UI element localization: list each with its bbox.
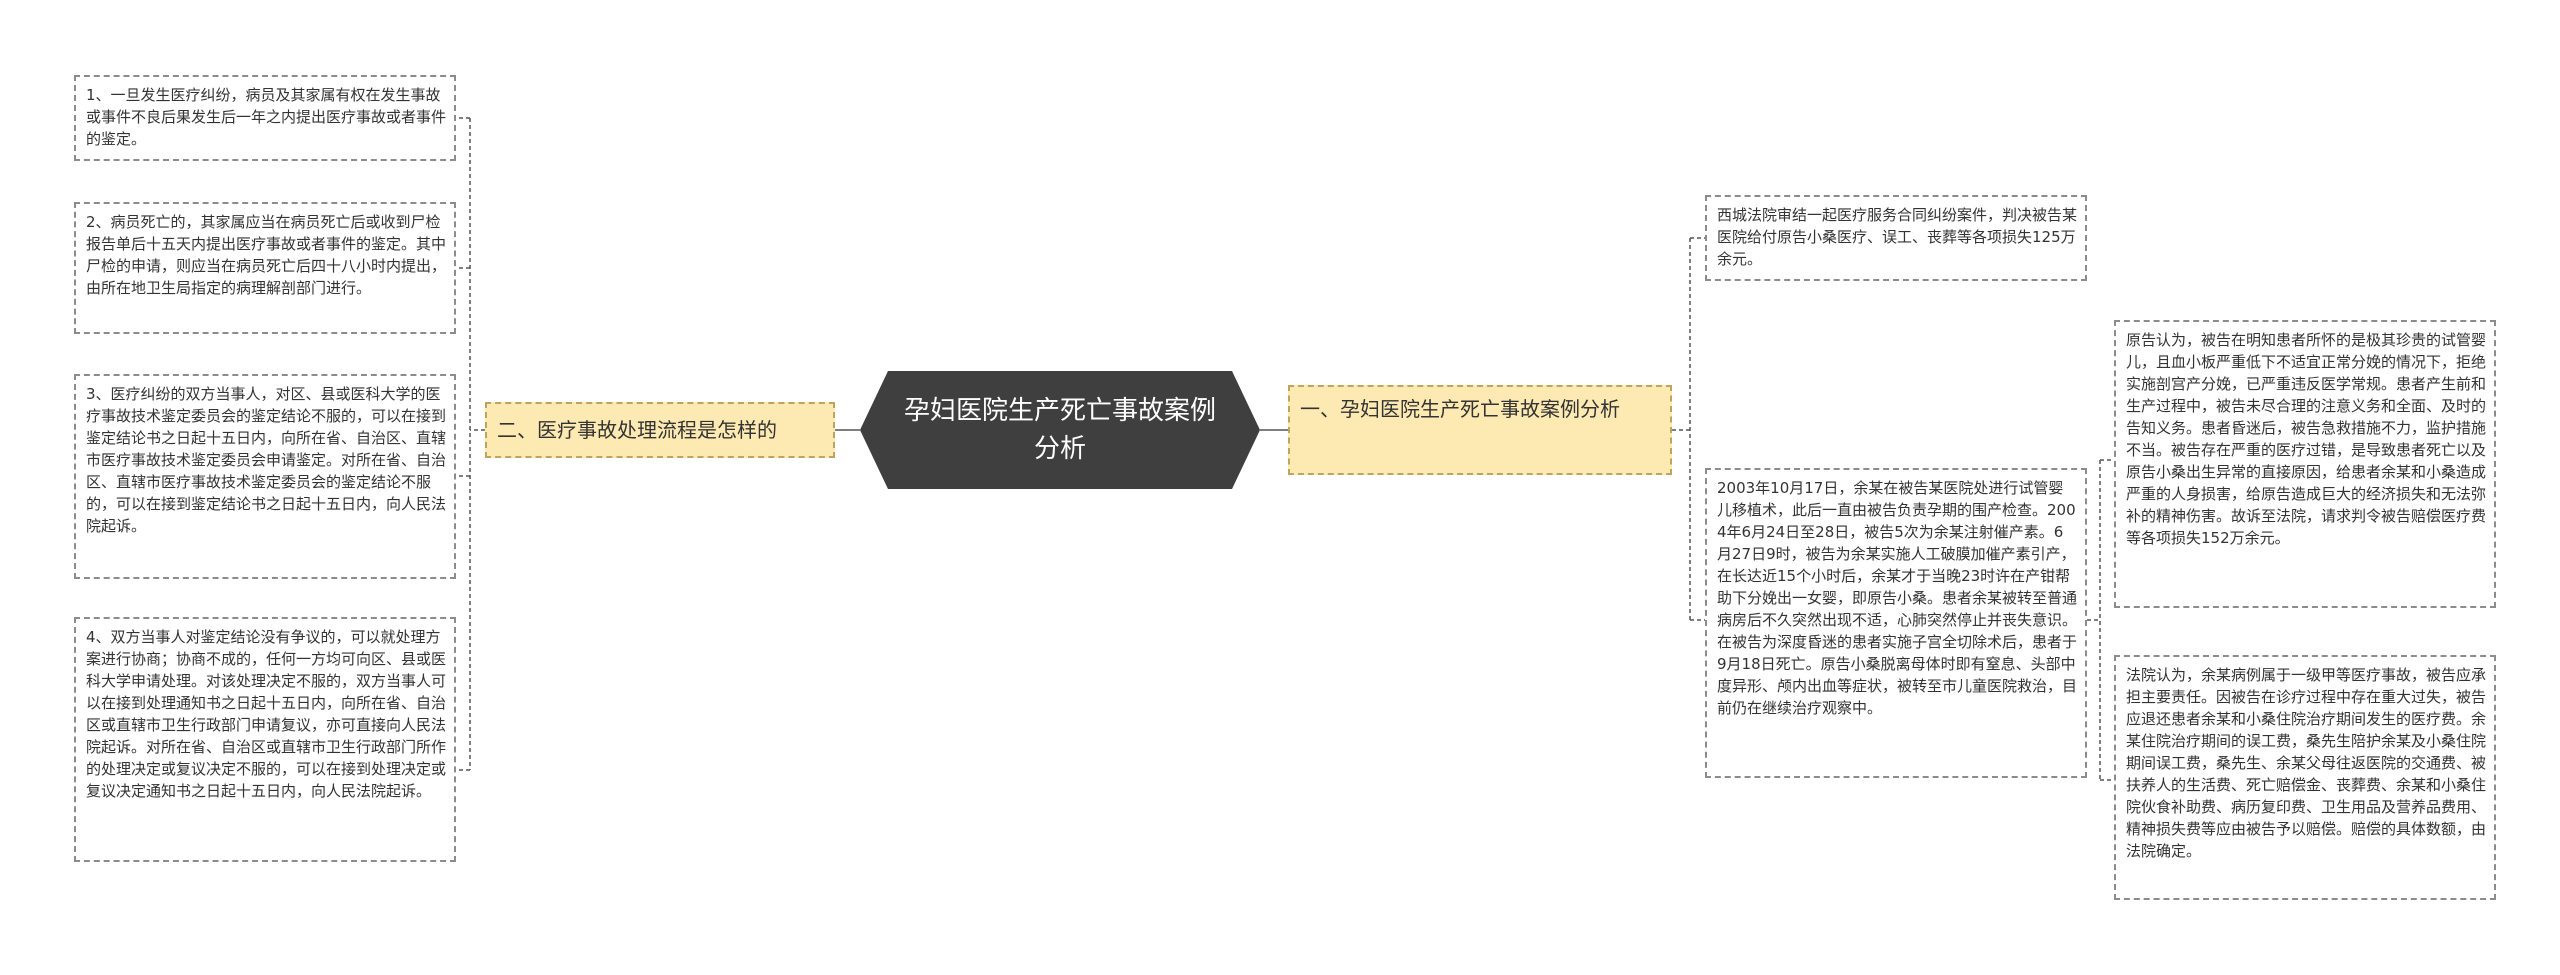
root-title: 孕妇医院生产死亡事故案例分析 — [903, 396, 1216, 464]
branch-left[interactable]: 二、医疗事故处理流程是怎样的 — [485, 402, 835, 458]
right-item-court-text: 法院认为，余某病例属于一级甲等医疗事故，被告应承担主要责任。因被告在诊疗过程中存… — [2126, 666, 2487, 860]
left-item-1[interactable]: 1、一旦发生医疗纠纷，病员及其家属有权在发生事故或事件不良后果发生后一年之内提出… — [74, 75, 456, 161]
left-item-4[interactable]: 4、双方当事人对鉴定结论没有争议的，可以就处理方案进行协商；协商不成的，任何一方… — [74, 617, 456, 862]
right-item-court[interactable]: 法院认为，余某病例属于一级甲等医疗事故，被告应承担主要责任。因被告在诊疗过程中存… — [2114, 655, 2496, 900]
branch-right-label: 一、孕妇医院生产死亡事故案例分析 — [1300, 397, 1620, 421]
branch-right[interactable]: 一、孕妇医院生产死亡事故案例分析 — [1288, 385, 1672, 475]
left-item-2-text: 2、病员死亡的，其家属应当在病员死亡后或收到尸检报告单后十五天内提出医疗事故或者… — [86, 213, 447, 297]
left-item-4-text: 4、双方当事人对鉴定结论没有争议的，可以就处理方案进行协商；协商不成的，任何一方… — [86, 628, 447, 800]
left-item-3[interactable]: 3、医疗纠纷的双方当事人，对区、县或医科大学的医疗事故技术鉴定委员会的鉴定结论不… — [74, 374, 456, 579]
left-item-1-text: 1、一旦发生医疗纠纷，病员及其家属有权在发生事故或事件不良后果发生后一年之内提出… — [86, 86, 447, 148]
root-node[interactable]: 孕妇医院生产死亡事故案例分析 — [860, 371, 1260, 489]
right-item-plaintiff-text: 原告认为，被告在明知患者所怀的是极其珍贵的试管婴儿，且血小板严重低下不适宜正常分… — [2126, 331, 2487, 547]
left-item-2[interactable]: 2、病员死亡的，其家属应当在病员死亡后或收到尸检报告单后十五天内提出医疗事故或者… — [74, 202, 456, 334]
right-item-summary-text: 西城法院审结一起医疗服务合同纠纷案件，判决被告某医院给付原告小桑医疗、误工、丧葬… — [1717, 206, 2078, 268]
right-item-facts-text: 2003年10月17日，余某在被告某医院处进行试管婴儿移植术，此后一直由被告负责… — [1717, 479, 2078, 717]
root-shape — [860, 371, 1260, 489]
branch-left-label: 二、医疗事故处理流程是怎样的 — [497, 418, 777, 442]
right-item-facts[interactable]: 2003年10月17日，余某在被告某医院处进行试管婴儿移植术，此后一直由被告负责… — [1705, 468, 2087, 778]
right-item-summary[interactable]: 西城法院审结一起医疗服务合同纠纷案件，判决被告某医院给付原告小桑医疗、误工、丧葬… — [1705, 195, 2087, 281]
right-item-plaintiff[interactable]: 原告认为，被告在明知患者所怀的是极其珍贵的试管婴儿，且血小板严重低下不适宜正常分… — [2114, 320, 2496, 608]
left-item-3-text: 3、医疗纠纷的双方当事人，对区、县或医科大学的医疗事故技术鉴定委员会的鉴定结论不… — [86, 385, 447, 535]
